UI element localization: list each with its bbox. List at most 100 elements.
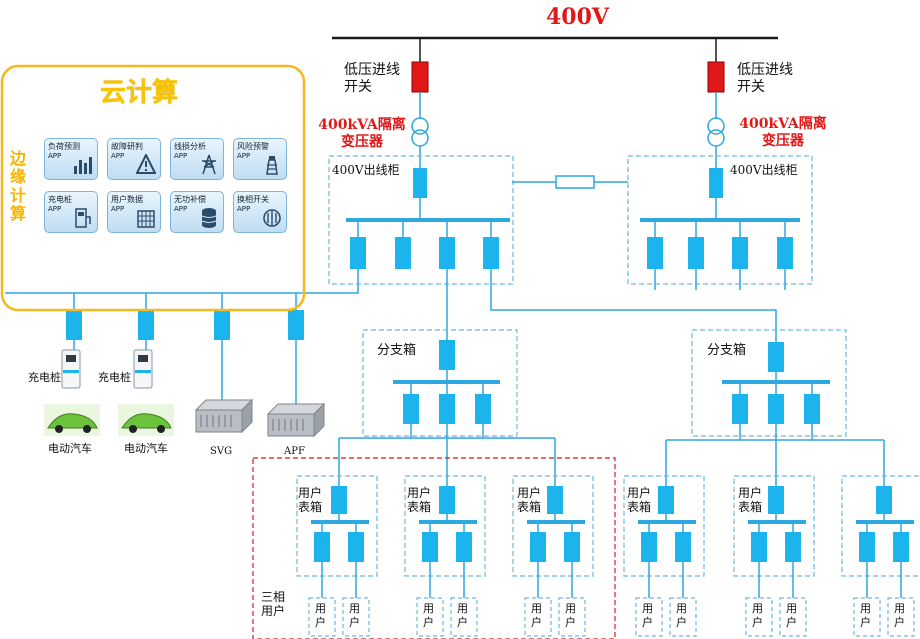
charger-icon: [75, 208, 91, 228]
transformer-coil-top-right: [707, 117, 725, 135]
app-tile-suffix: APP: [111, 152, 125, 160]
branch-box-frame-2: [691, 329, 847, 437]
three-phase-region: [252, 457, 616, 639]
meter-main-breaker-5: [768, 486, 784, 514]
meter-breaker-4-2: [675, 532, 691, 562]
meter-box-label-4: 用户表箱: [627, 486, 652, 515]
app-tile-name: 用户数据: [111, 195, 143, 204]
branch-feeder-wire: [490, 269, 777, 342]
transformer-label-right: 400kVA隔离变压器: [739, 116, 827, 149]
device-breaker-4: [288, 310, 304, 340]
user-label: 用户: [565, 602, 576, 629]
outlet-cabinet-label-left: 400V出线柜: [332, 163, 400, 177]
meter-breaker-1-2: [348, 532, 364, 562]
meter-main-breaker-6: [876, 486, 892, 514]
meter-breaker-5-2: [785, 532, 801, 562]
user-label: 用户: [786, 602, 797, 629]
app-tile-suffix: APP: [111, 205, 125, 213]
user-box: [853, 597, 881, 637]
feeder-breaker-left-2: [395, 237, 411, 269]
charger-screen-2: [138, 355, 148, 362]
incomer-switch-label-right: 低压进线开关: [737, 62, 793, 95]
user-label: 用户: [349, 602, 360, 629]
feeder-breaker-left-1: [350, 237, 366, 269]
app-tile-name: 线损分析: [174, 142, 206, 151]
three-phase-user-label: 三相用户: [261, 590, 286, 619]
meter-box-label-5: 用户表箱: [738, 486, 763, 515]
user-box: [745, 597, 773, 637]
meter-breaker-3-1: [530, 532, 546, 562]
branch-box-frame-1: [362, 329, 518, 437]
user-label: 用户: [894, 602, 905, 629]
outlet-cabinet-box-right: [627, 155, 813, 285]
meter-busbar-1: [311, 520, 369, 524]
lighthouse-icon: [266, 156, 278, 175]
cabinet-main-breaker-right: [709, 168, 723, 198]
cabinet-main-breaker-left: [413, 168, 427, 198]
meter-breaker-2-1: [422, 532, 438, 562]
ev-car-body-1: [47, 413, 98, 429]
feeder-breaker-left-4: [483, 237, 499, 269]
transformer-coil-bottom-right: [707, 129, 725, 147]
ev-wheel-1: [55, 425, 63, 433]
branch-outgoing-breaker-1-1: [403, 394, 419, 424]
meter-breaker-6-2: [893, 532, 909, 562]
app-tile-suffix: APP: [174, 205, 188, 213]
user-label: 用户: [457, 602, 468, 629]
app-tile-suffix: APP: [48, 152, 62, 160]
branch-box-label-1: 分支箱: [377, 343, 417, 358]
app-tile-suffix: APP: [174, 152, 188, 160]
cabinet-busbar-left: [346, 218, 510, 222]
charger-stripe-2: [135, 370, 151, 373]
app-tile-name: 风险预警: [237, 142, 269, 151]
tower-icon: [202, 154, 216, 175]
bar-chart-icon: [74, 157, 92, 174]
meter-breaker-3-2: [564, 532, 580, 562]
meter-busbar-6: [856, 520, 914, 524]
meter-breaker-2-2: [456, 532, 472, 562]
device-caption-svg: SVG: [210, 446, 233, 457]
database-icon: [201, 208, 217, 228]
app-tile-name: 故障研判: [111, 142, 143, 151]
feeder-breaker-left-3: [439, 237, 455, 269]
meter-main-breaker-4: [658, 486, 674, 514]
user-box: [524, 597, 552, 637]
device-breaker-2: [138, 310, 154, 340]
branch-outgoing-breaker-2-3: [804, 394, 820, 424]
meter-box-frame-4: [623, 475, 705, 577]
tie-switch: [555, 175, 595, 189]
user-label: 用户: [423, 602, 434, 629]
user-box: [558, 597, 586, 637]
user-label: 用户: [676, 602, 687, 629]
meter-breaker-6-1: [859, 532, 875, 562]
incomer-switch-right: [707, 61, 725, 93]
feeder-breaker-right-2: [688, 237, 704, 269]
meter-busbar-2: [419, 520, 477, 524]
user-box: [887, 597, 915, 637]
ev-car-body-2: [121, 413, 172, 429]
meter-main-breaker-1: [331, 486, 347, 514]
user-box: [779, 597, 807, 637]
meter-box-frame-3: [512, 475, 594, 577]
app-tile-name: 无功补偿: [174, 195, 206, 204]
app-tile-suffix: APP: [48, 205, 62, 213]
switch-icon: [263, 209, 281, 227]
feeder-breaker-right-4: [777, 237, 793, 269]
meter-box-frame-6: [841, 475, 920, 577]
app-tile-suffix: APP: [237, 205, 251, 213]
device-breaker-3: [214, 310, 230, 340]
branch-outgoing-breaker-2-1: [732, 394, 748, 424]
meter-box-frame-1: [296, 475, 378, 577]
meter-box-frame-5: [733, 475, 815, 577]
meter-busbar-4: [638, 520, 696, 524]
cabinet-busbar-right: [640, 218, 800, 222]
